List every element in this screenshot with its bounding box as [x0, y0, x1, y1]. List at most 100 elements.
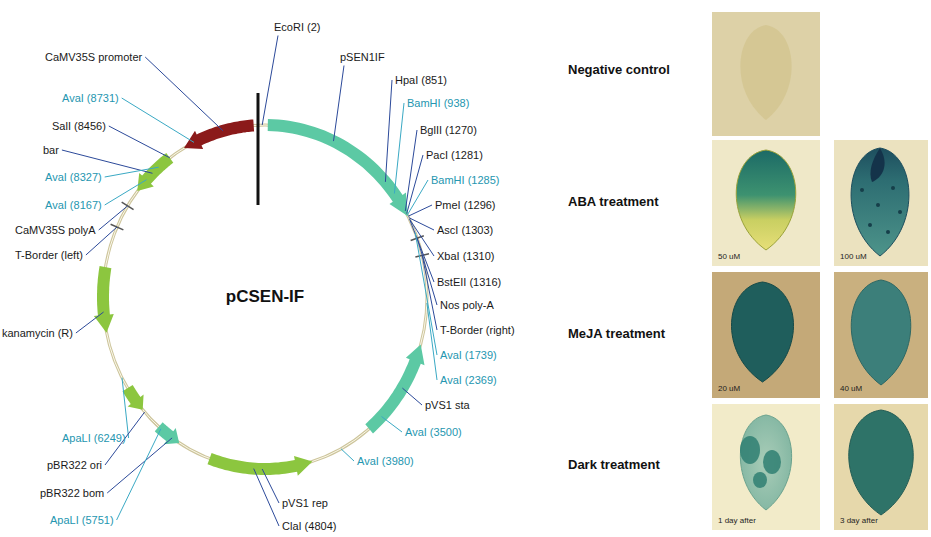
map-label: ApaLI (5751) — [50, 514, 114, 527]
leader-line — [422, 255, 437, 330]
stain-dot — [860, 188, 864, 192]
stain-patch — [763, 450, 781, 474]
leader-line — [407, 155, 423, 214]
leaf-drawing — [736, 150, 796, 250]
map-label: AvaI (8327) — [45, 171, 102, 184]
leader-line — [382, 417, 403, 433]
leaf-photo — [834, 140, 928, 266]
leaf-photo — [834, 404, 928, 530]
map-label: EcoRI (2) — [274, 21, 320, 34]
leader-line — [62, 150, 153, 173]
map-label: Nos poly-A — [440, 299, 494, 312]
leaf-photo: 20 uM — [712, 272, 820, 398]
stain-patch — [740, 436, 760, 464]
map-label: AvaI (3980) — [357, 455, 414, 468]
map-label: pVS1 sta — [425, 399, 470, 412]
map-label: pSEN1IF — [340, 51, 385, 64]
map-label: T-Border (right) — [440, 324, 515, 337]
feature-arrow — [184, 119, 254, 149]
leaf-photo: 100 uM — [834, 140, 928, 266]
leaf-photo: 50 uM — [712, 140, 820, 266]
leader-line — [417, 238, 437, 305]
map-label: pBR322 bom — [40, 487, 104, 500]
leader-line — [415, 233, 437, 355]
stain-dot — [898, 210, 902, 214]
leader-line — [107, 438, 172, 493]
map-label: AvaI (1739) — [440, 349, 497, 362]
leader-line — [408, 205, 432, 216]
stain-dot — [868, 223, 872, 227]
map-label: BglII (1270) — [420, 124, 477, 137]
map-label: AvaI (3500) — [405, 426, 462, 439]
map-label: HpaI (851) — [395, 74, 447, 87]
row-label: ABA treatment — [568, 194, 659, 210]
leaf-photo: 40 uM — [834, 272, 928, 398]
leader-line — [76, 312, 104, 333]
negative-photo — [712, 12, 820, 136]
map-label: ApaLI (6249) — [62, 432, 126, 445]
row-label: MeJA treatment — [568, 326, 665, 342]
photo-caption: 20 uM — [718, 384, 740, 394]
stain-patch — [753, 472, 767, 488]
leader-line — [385, 80, 392, 182]
map-label: SalI (8456) — [52, 120, 106, 133]
row-label: Dark treatment — [568, 457, 660, 473]
leader-line — [105, 180, 147, 205]
leader-line — [334, 66, 345, 142]
leaf-drawing — [731, 282, 793, 382]
map-label: XbaI (1310) — [437, 250, 494, 263]
leaf-drawing — [740, 25, 791, 120]
map-label: kanamycin (R) — [2, 327, 73, 340]
leader-line — [407, 180, 428, 215]
row-label: Negative control — [568, 62, 670, 78]
photo-caption: 40 uM — [840, 384, 862, 394]
leader-line — [262, 36, 278, 126]
map-label: PmeI (1296) — [435, 199, 496, 212]
leader-line — [402, 388, 422, 405]
stain-dot — [876, 203, 880, 207]
leader-line — [99, 206, 128, 230]
map-label: PacI (1281) — [426, 149, 483, 162]
leaf-photo — [712, 140, 820, 266]
leaf-drawing — [851, 280, 911, 385]
leaf-photo — [834, 272, 928, 398]
map-label: pVS1 rep — [282, 497, 328, 510]
leader-line — [122, 378, 129, 438]
map-label: T-Border (left) — [15, 249, 83, 262]
feature-arrow — [268, 119, 408, 216]
leader-line — [262, 469, 279, 503]
leader-line — [109, 126, 170, 158]
map-label: AvaI (8167) — [45, 199, 102, 212]
map-label: BamHI (1285) — [431, 174, 499, 187]
stain-dot — [886, 230, 890, 234]
leaf-photo — [712, 272, 820, 398]
leader-line — [427, 303, 437, 380]
photo-caption: 100 uM — [840, 252, 867, 262]
photo-caption: 1 day after — [718, 516, 756, 526]
feature-arrow — [123, 385, 144, 410]
feature-arrow — [208, 453, 313, 476]
feature-arrow — [137, 153, 173, 191]
map-label: BstEII (1316) — [437, 276, 501, 289]
leader-line — [394, 103, 404, 194]
map-label: AscI (1303) — [437, 224, 493, 237]
leader-line — [254, 469, 279, 526]
photo-caption: 3 day after — [840, 516, 878, 526]
map-label: AvaI (2369) — [440, 374, 497, 387]
leaf-photo: 1 day after — [712, 404, 820, 530]
map-label: CaMV35S polyA — [15, 224, 96, 237]
stain-patch — [870, 148, 884, 182]
map-label: bar — [43, 144, 59, 157]
terminator-tick — [122, 202, 134, 209]
map-label: CaMV35S promoter — [45, 51, 142, 64]
leader-line — [105, 167, 159, 177]
feature-arrow — [365, 344, 424, 433]
ecori-marker — [257, 93, 260, 205]
leaf-drawing — [851, 148, 909, 256]
map-label: pBR322 ori — [47, 459, 102, 472]
feature-arrow — [94, 266, 114, 333]
plasmid-name: pCSEN-IF — [226, 287, 304, 307]
map-label: ClaI (4804) — [282, 520, 336, 533]
stain-dot — [891, 186, 895, 190]
